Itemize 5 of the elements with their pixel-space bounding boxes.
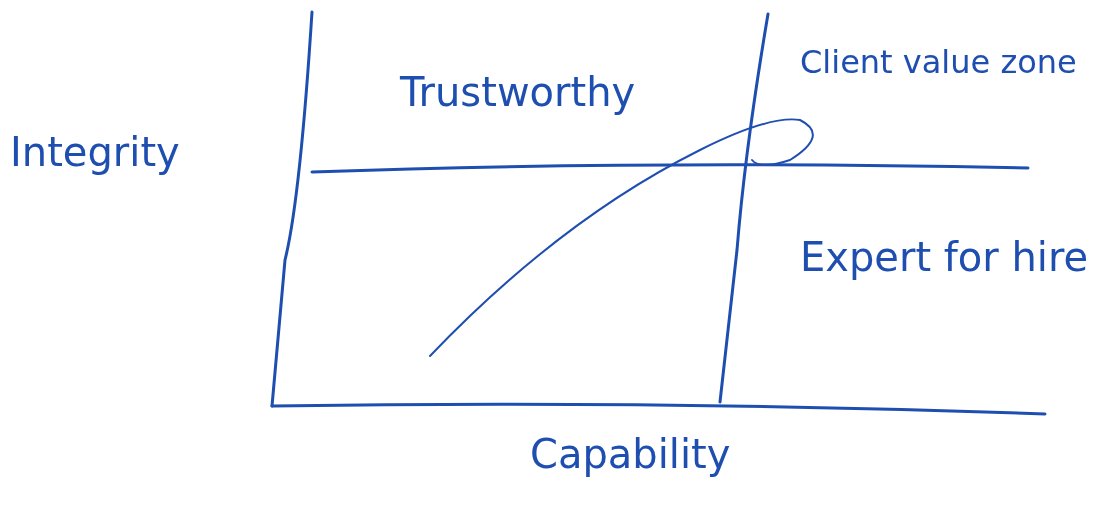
axis-label: Capability	[530, 432, 731, 476]
axis-label: Integrity	[10, 130, 180, 174]
quadrant-label: Expert for hire	[800, 235, 1089, 279]
quadrant-label: Trustworthy	[400, 70, 636, 114]
quadrant-label: Client value zone	[800, 45, 1077, 81]
